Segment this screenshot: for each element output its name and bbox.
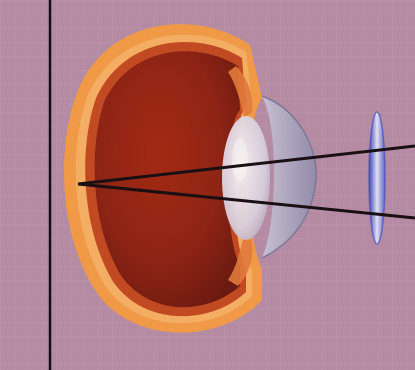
lens-highlight [232,138,248,182]
crystalline-lens [222,116,270,240]
